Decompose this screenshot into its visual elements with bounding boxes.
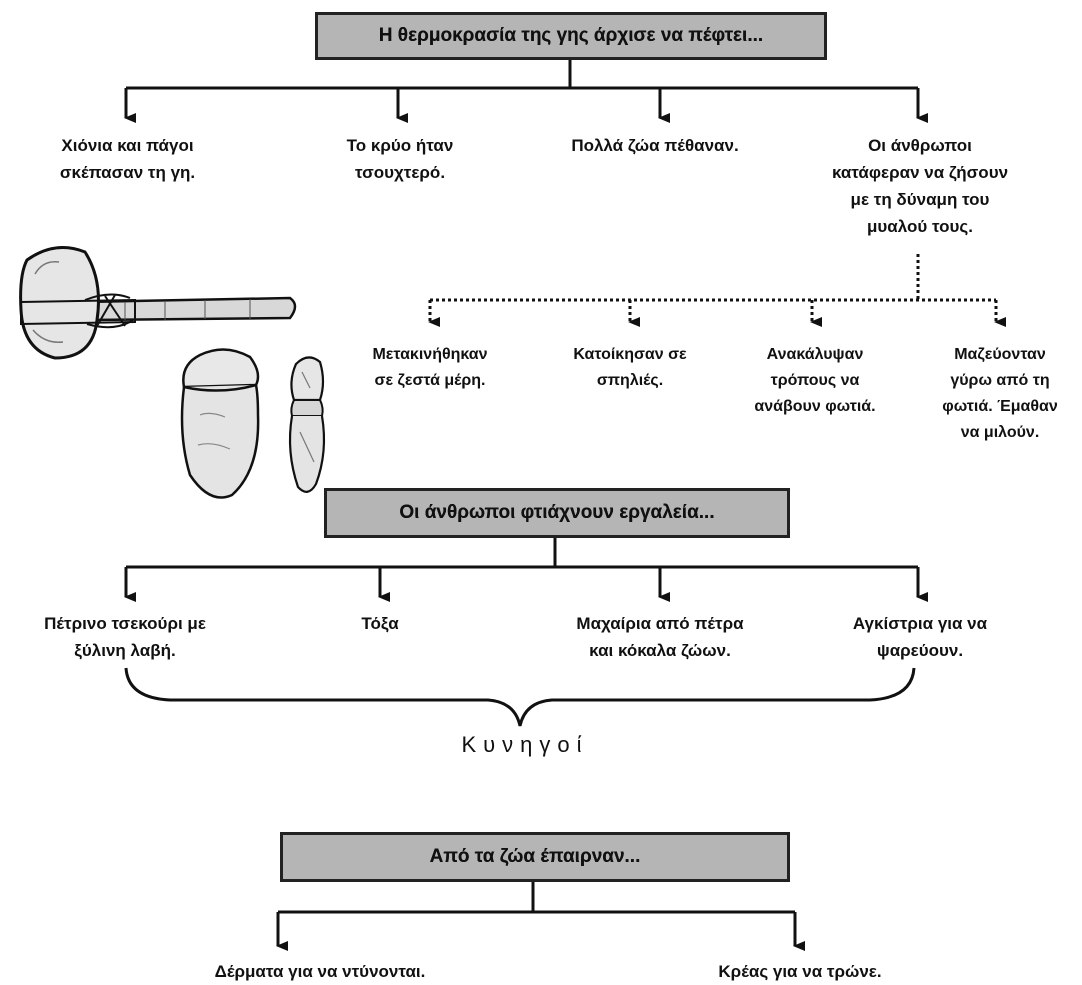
tools-box-text: Οι άνθρωποι φτιάχνουν εργαλεία... [399, 502, 715, 523]
title-box: Η θερμοκρασία της γης άρχισε να πέφτει..… [315, 12, 827, 60]
animals-box-text: Από τα ζώα έπαιρναν... [429, 846, 641, 867]
hand-axe-icon [180, 348, 260, 499]
level1-animals-died: Πολλά ζώα πέθαναν. [571, 136, 739, 155]
title-text: Η θερμοκρασία της γης άρχισε να πέφτει..… [378, 25, 764, 46]
animals-skins: Δέρματα για να ντύνονται. [214, 962, 426, 981]
level2-moved: Μετακινήθηκαν σε ζεστά μέρη. [372, 346, 488, 389]
tool-knives: Μαχαίρια από πέτρα και κόκαλα ζώων. [576, 614, 744, 660]
tool-bows: Τόξα [361, 614, 399, 633]
level1-humans-survived: Οι άνθρωποι κατάφεραν να ζήσουν με τη δύ… [831, 136, 1009, 236]
level2-caves: Κατοίκησαν σε σπηλιές. [573, 346, 687, 389]
animals-meat: Κρέας για να τρώνε. [718, 962, 882, 981]
animals-box: Από τα ζώα έπαιρναν... [280, 832, 790, 882]
stone-axe-icon [19, 246, 297, 360]
level1-snow-ice: Χιόνια και πάγοι σκέπασαν τη γη. [59, 136, 196, 182]
level2-fire: Ανακάλυψαν τρόπους να ανάβουν φωτιά. [754, 346, 876, 415]
level2-talk: Μαζεύονταν γύρω από τη φωτιά. Έμαθαν να … [942, 346, 1058, 441]
tool-stone-axe: Πέτρινο τσεκούρι με ξύλινη λαβή. [44, 614, 206, 660]
level1-cold: Το κρύο ήταν τσουχτερό. [346, 136, 454, 182]
stone-blade-icon [288, 356, 326, 493]
hunters-label: Κυνηγοί [461, 732, 589, 757]
tools-box: Οι άνθρωποι φτιάχνουν εργαλεία... [324, 488, 790, 538]
tool-hooks: Αγκίστρια για να ψαρεύουν. [852, 614, 988, 660]
